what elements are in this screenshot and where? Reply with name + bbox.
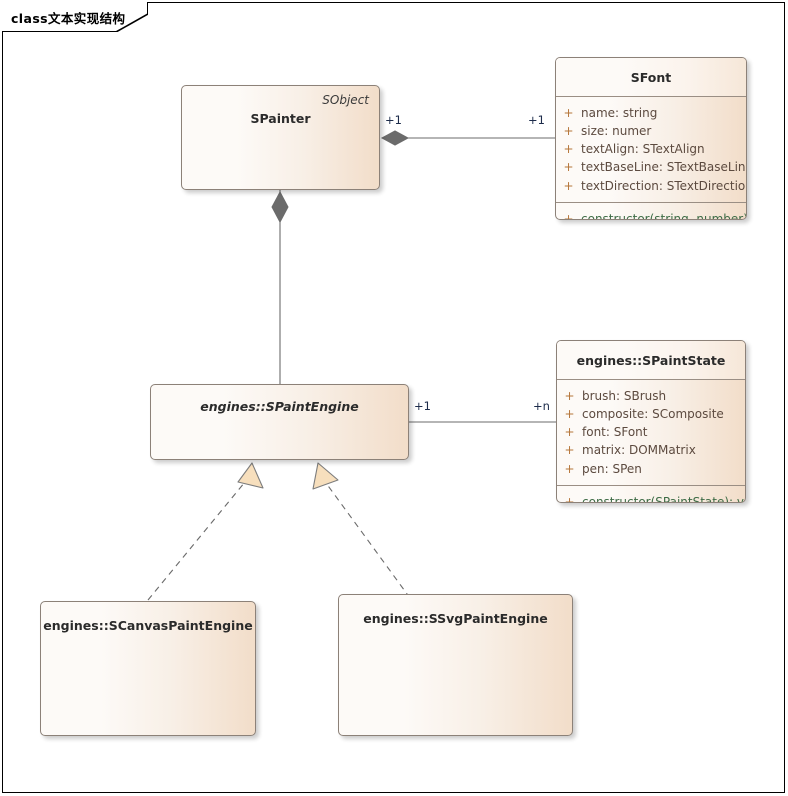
attribute-text: textAlign: STextAlign (581, 142, 705, 157)
visibility-marker: + (564, 461, 575, 476)
visibility-marker: + (564, 425, 575, 440)
attribute-text: brush: SBrush (582, 388, 667, 403)
multiplicity-spainter-sfont-source: +1 (385, 113, 402, 127)
attribute-row: + name: string (556, 104, 746, 122)
attribute-row: + pen: SPen (557, 460, 745, 478)
class-box-ssvgpaintengine[interactable]: engines::SSvgPaintEngine (338, 594, 573, 736)
class-title-scanvaspaintengine: engines::SCanvasPaintEngine (43, 618, 253, 633)
class-box-sfont[interactable]: SFont + name: string + size: numer + tex… (555, 57, 747, 220)
class-title-spaintstate: engines::SPaintState (557, 341, 745, 380)
visibility-marker: + (563, 105, 574, 120)
attribute-row: + font: SFont (557, 423, 745, 441)
class-box-spainter[interactable]: SObject SPainter (181, 85, 380, 190)
attributes-compartment-spaintstate: + brush: SBrush + composite: SComposite … (557, 380, 745, 485)
methods-compartment-spaintstate: + constructor(SPaintState): void (557, 484, 746, 503)
class-title-spaintengine: engines::SPaintEngine (200, 399, 359, 414)
multiplicity-spaintengine-spaintstate-source: +1 (414, 399, 431, 413)
method-row: + constructor(string, number): void (556, 210, 747, 220)
attribute-text: size: numer (581, 123, 652, 138)
visibility-marker: + (563, 178, 574, 193)
attributes-compartment-sfont: + name: string + size: numer + textAlign… (556, 97, 746, 202)
class-title-ssvgpaintengine: engines::SSvgPaintEngine (363, 611, 548, 626)
attribute-row: + brush: SBrush (557, 387, 745, 405)
attribute-text: name: string (581, 105, 658, 120)
class-title-sfont: SFont (556, 58, 746, 97)
visibility-marker: + (564, 494, 575, 503)
attribute-text: textDirection: STextDirection (581, 178, 747, 193)
method-row: + constructor(SPaintState): void (557, 493, 746, 503)
attribute-row: + textAlign: STextAlign (556, 140, 746, 158)
visibility-marker: + (564, 406, 575, 421)
multiplicity-spainter-sfont-target: +1 (528, 113, 545, 127)
class-title-spainter: SPainter (250, 111, 311, 126)
attribute-row: + matrix: DOMMatrix (557, 441, 745, 459)
multiplicity-spaintengine-spaintstate-target: +n (533, 399, 550, 413)
methods-compartment-sfont: + constructor(string, number): void (556, 201, 747, 220)
class-box-spaintstate[interactable]: engines::SPaintState + brush: SBrush + c… (556, 340, 746, 503)
method-text: constructor(SPaintState): void (582, 494, 746, 503)
visibility-marker: + (563, 211, 574, 220)
diagram-title: class文本实现结构 (11, 11, 126, 26)
class-box-scanvaspaintengine[interactable]: engines::SCanvasPaintEngine (40, 601, 256, 736)
attribute-text: pen: SPen (582, 461, 642, 476)
class-box-spaintengine[interactable]: engines::SPaintEngine (150, 384, 409, 460)
visibility-marker: + (564, 388, 575, 403)
attribute-row: + textBaseLine: STextBaseLine (556, 158, 746, 176)
visibility-marker: + (563, 142, 574, 157)
attribute-row: + size: numer (556, 122, 746, 140)
attribute-text: matrix: DOMMatrix (582, 443, 696, 458)
attribute-text: composite: SComposite (582, 406, 724, 421)
attribute-text: textBaseLine: STextBaseLine (581, 160, 747, 175)
attribute-row: + composite: SComposite (557, 405, 745, 423)
attribute-row: + textDirection: STextDirection (556, 177, 746, 195)
attribute-text: font: SFont (582, 425, 648, 440)
visibility-marker: + (563, 123, 574, 138)
visibility-marker: + (563, 160, 574, 175)
method-text: constructor(string, number): void (581, 211, 747, 220)
visibility-marker: + (564, 443, 575, 458)
class-stereotype-spainter: SObject (322, 93, 369, 107)
